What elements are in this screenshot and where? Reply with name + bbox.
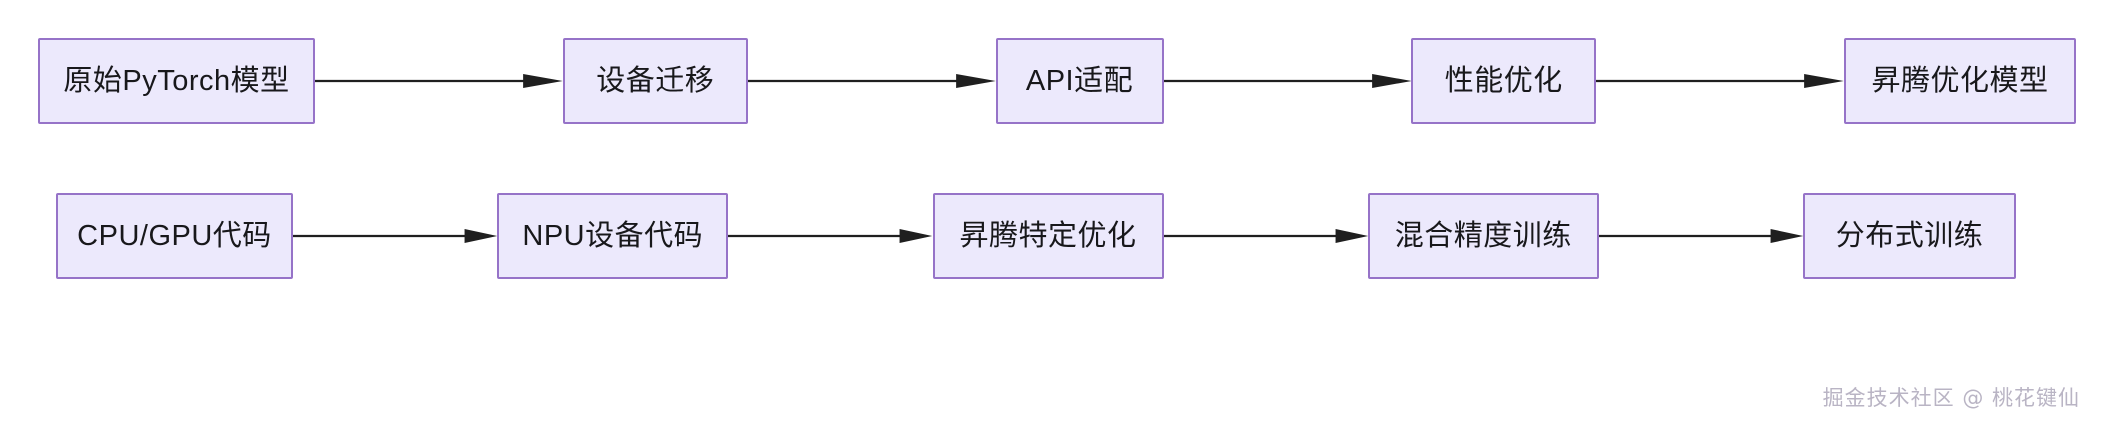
flow-row-pytorch-to-ascend-model: 原始PyTorch模型 设备迁移 API适配 <box>38 38 2076 124</box>
flow-node-label: 设备迁移 <box>596 64 715 97</box>
flow-node-label: 昇腾特定优化 <box>959 219 1137 252</box>
arrow-connector-6 <box>728 224 933 248</box>
arrow-connector-5 <box>293 224 498 248</box>
flow-node-label: 分布式训练 <box>1835 219 1984 252</box>
arrow-connector-3 <box>1164 69 1412 93</box>
arrow-connector-1 <box>315 69 563 93</box>
arrow-connector-4 <box>1596 69 1844 93</box>
flow-node-mixed-precision-training[interactable]: 混合精度训练 <box>1367 193 1599 279</box>
flow-node-label: NPU设备代码 <box>522 219 704 252</box>
arrow-connector-7 <box>1164 224 1368 248</box>
watermark-text: 掘金技术社区 @ 桃花键仙 <box>1822 386 2080 410</box>
arrow-connector-8 <box>1599 224 1803 248</box>
flow-node-ascend-optimized-model[interactable]: 昇腾优化模型 <box>1844 38 2076 124</box>
flow-node-ascend-specific-optimization[interactable]: 昇腾特定优化 <box>932 193 1164 279</box>
flow-node-cpu-gpu-code[interactable]: CPU/GPU代码 <box>56 193 293 279</box>
flow-node-original-pytorch-model[interactable]: 原始PyTorch模型 <box>38 38 315 124</box>
flow-node-device-migration[interactable]: 设备迁移 <box>562 38 748 124</box>
flow-node-label: CPU/GPU代码 <box>77 219 272 252</box>
flow-node-performance-optimization[interactable]: 性能优化 <box>1411 38 1597 124</box>
flow-node-label: 昇腾优化模型 <box>1871 64 2049 97</box>
arrow-connector-2 <box>748 69 996 93</box>
flow-node-label: API适配 <box>1025 64 1134 97</box>
flow-node-api-adaptation[interactable]: API适配 <box>995 38 1164 124</box>
flow-row-cpu-gpu-to-distributed-training: CPU/GPU代码 NPU设备代码 昇腾特定优化 <box>56 193 2016 279</box>
flow-node-label: 混合精度训练 <box>1394 219 1572 252</box>
flow-node-label: 性能优化 <box>1444 64 1563 97</box>
flow-node-npu-device-code[interactable]: NPU设备代码 <box>497 193 729 279</box>
flow-node-distributed-training[interactable]: 分布式训练 <box>1803 193 2016 279</box>
flow-node-label: 原始PyTorch模型 <box>63 64 290 97</box>
